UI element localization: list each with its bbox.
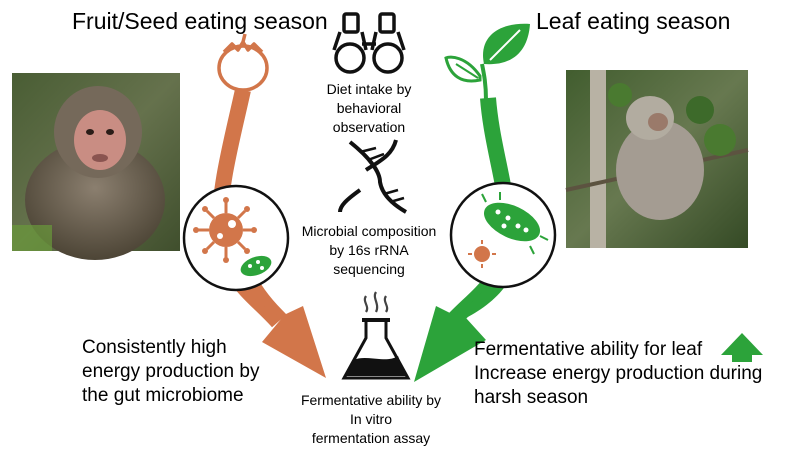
right-outcome-line: harsh season (474, 387, 589, 408)
persimmon-fruit-icon (217, 33, 269, 92)
diet-intake-label: Diet intake by behavioral observation (284, 80, 454, 137)
right-microbe-circle (449, 181, 557, 289)
right-outcome-line: Increase energy production during (474, 363, 763, 384)
left-outcome-line: energy production by (82, 361, 260, 382)
ferment-label-line: Fermentative ability by (300, 392, 442, 408)
microbe-label-line: Microbial composition (301, 223, 437, 239)
flask-icon (341, 318, 411, 380)
steam-icon (363, 291, 389, 313)
diet-label-line: observation (332, 119, 406, 135)
fermentative-ability-label: Fermentative ability by In vitro ferment… (286, 391, 456, 448)
leaf-sprout-icon (444, 23, 530, 101)
microbe-label-line: by 16s rRNA (329, 242, 409, 258)
ferment-label-line: fermentation assay (311, 430, 431, 446)
left-outcome-line: Consistently high (82, 337, 227, 358)
binoculars-icon (332, 12, 406, 74)
dna-icon (338, 139, 408, 214)
left-monkey-photo (12, 73, 180, 260)
right-outcome-text: Fermentative ability for leaf Increase e… (474, 338, 762, 410)
microbe-label-line: sequencing (333, 261, 405, 277)
right-season-title: Leaf eating season (536, 8, 731, 34)
left-outcome-line: the gut microbiome (82, 385, 244, 406)
left-microbe-circle (182, 184, 290, 292)
right-monkey-photo (565, 70, 749, 248)
right-outcome-line: Fermentative ability for leaf (474, 339, 703, 360)
ferment-label-line: In vitro (349, 411, 392, 427)
left-season-title: Fruit/Seed eating season (72, 8, 328, 34)
increase-arrow-icon (721, 333, 763, 362)
left-outcome-text: Consistently high energy production by t… (82, 336, 259, 408)
diet-label-line: Diet intake by (326, 81, 412, 97)
microbial-composition-label: Microbial composition by 16s rRNA sequen… (284, 222, 454, 279)
diet-label-line: behavioral (336, 100, 402, 116)
